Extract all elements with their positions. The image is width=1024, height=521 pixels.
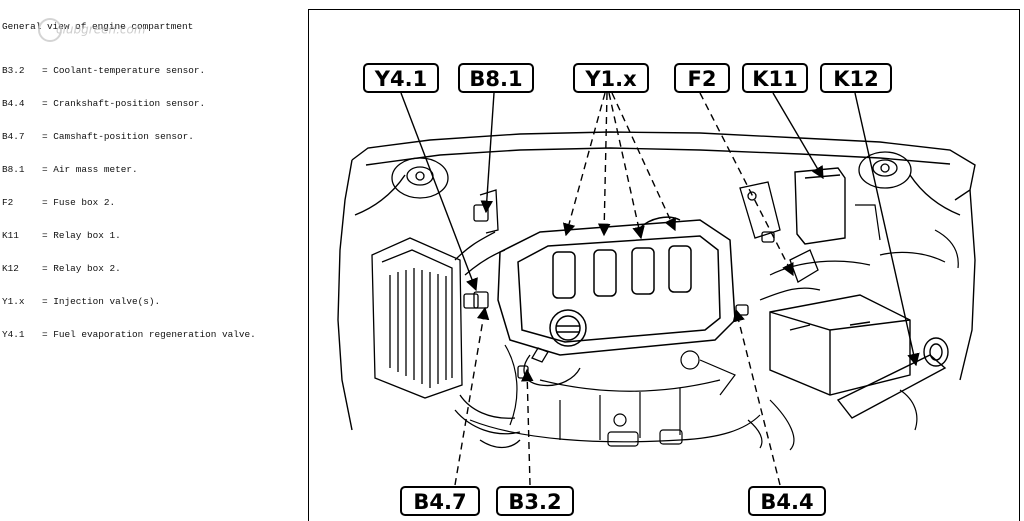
coolant-hoses [454,347,581,449]
right-hoses [747,204,959,451]
lower-engine [469,344,761,447]
relay-box-2 [836,337,949,419]
legend-item: K12= Relay box 2. [2,263,121,274]
intake-hose [454,189,506,276]
legend-item: F2= Fuse box 2. [2,197,116,208]
callout-f2: F2 [674,63,730,93]
legend-item: B3.2= Coolant-temperature sensor. [2,65,206,76]
battery [769,294,911,396]
callout-y41: Y4.1 [363,63,439,93]
callout-b32: B3.2 [496,486,574,516]
strut-tower-right [858,151,912,189]
legend-item: K11= Relay box 1. [2,230,121,241]
engine-cover [497,216,736,356]
legend-item: B4.4= Crankshaft-position sensor. [2,98,206,109]
legend-item: B8.1= Air mass meter. [2,164,138,175]
legend-item: B4.7= Camshaft-position sensor. [2,131,194,142]
callout-k12: K12 [820,63,892,93]
strut-tower-left [391,157,449,199]
callout-b44: B4.4 [748,486,826,516]
leader-solid [400,92,920,367]
fuse-box-2 [739,181,819,283]
legend-item: Y1.x= Injection valve(s). [2,296,161,307]
watermark-logo: clubgreen.com [38,18,146,42]
callout-b47: B4.7 [400,486,480,516]
legend: General view of engine compartment B3.2=… [2,0,256,351]
legend-item: Y4.1= Fuel evaporation regeneration valv… [2,329,256,340]
leader-dashed [454,92,794,486]
callout-y1x: Y1.x [573,63,649,93]
diagram-frame [308,9,1020,521]
relay-box-1 [794,167,846,245]
callout-b81: B8.1 [458,63,534,93]
callout-k11: K11 [742,63,808,93]
air-filter-box [371,237,463,399]
